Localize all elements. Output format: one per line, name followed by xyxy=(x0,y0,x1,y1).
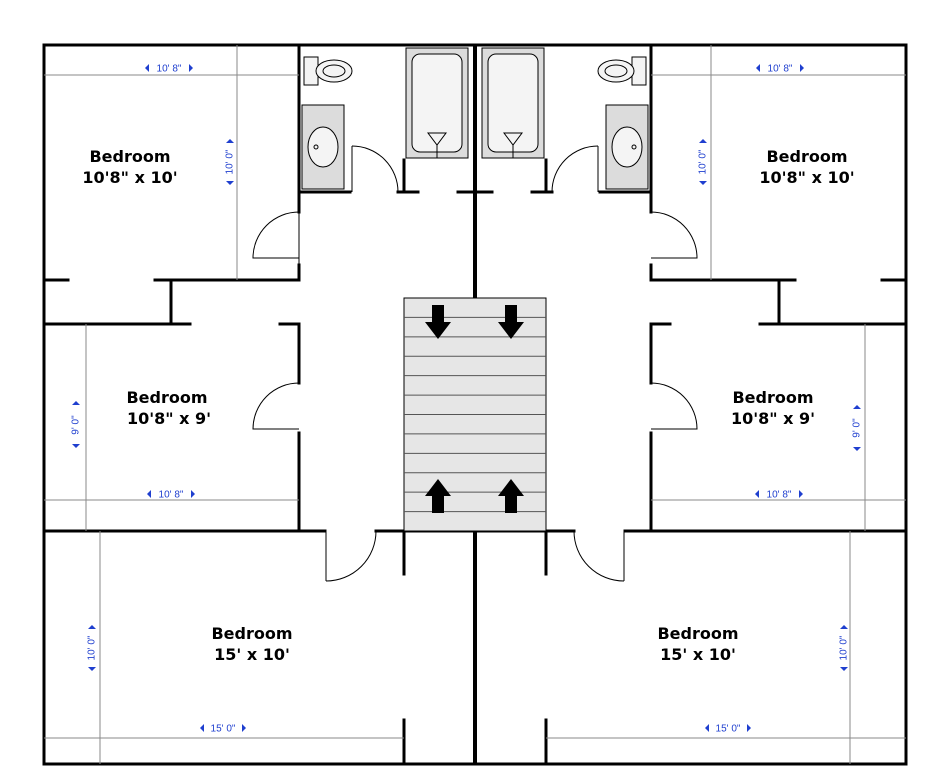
stairs xyxy=(403,297,547,532)
room-size-left-bottom: 15' x 10' xyxy=(214,645,290,664)
left-sink-icon xyxy=(301,104,345,190)
room-size-right-bottom: 15' x 10' xyxy=(660,645,736,664)
dim-right-bottom-width: 15' 0" xyxy=(705,724,751,735)
dim-left-bottom-depth: 10' 0" xyxy=(87,625,98,671)
dimension-label: 9' 0" xyxy=(852,418,863,438)
dim-left-top-depth: 10' 0" xyxy=(225,139,236,185)
dimension-label: 10' 8" xyxy=(768,64,793,75)
dim-right-bottom-depth: 10' 0" xyxy=(839,625,850,671)
stairs-up-arrow-icon xyxy=(425,479,524,513)
room-size-left-middle: 10'8" x 9' xyxy=(127,409,211,428)
dim-left-middle-width: 10' 8" xyxy=(147,490,195,501)
right-toilet-icon xyxy=(597,56,647,86)
room-name-right-bottom: Bedroom xyxy=(657,624,738,643)
dimension-label: 10' 0" xyxy=(698,149,709,174)
dimension-label: 9' 0" xyxy=(71,415,82,435)
room-name-right-top: Bedroom xyxy=(766,147,847,166)
right-bathtub-icon xyxy=(481,47,545,159)
doors xyxy=(252,145,698,582)
dimension-label: 10' 8" xyxy=(767,490,792,501)
right-unit-walls xyxy=(473,43,908,766)
left-bathtub-icon xyxy=(405,47,469,159)
room-size-right-middle: 10'8" x 9' xyxy=(731,409,815,428)
dimension-lines xyxy=(44,45,906,764)
dim-right-middle-width: 10' 8" xyxy=(755,490,803,501)
dimension-label: 15' 0" xyxy=(211,724,236,735)
right-sink-icon xyxy=(605,104,649,190)
dim-right-middle-depth: 9' 0" xyxy=(852,405,863,451)
stairs-down-arrow-icon xyxy=(425,305,524,339)
dimension-label: 10' 8" xyxy=(157,64,182,75)
dim-right-top-width: 10' 8" xyxy=(756,64,804,75)
dim-right-top-depth: 10' 0" xyxy=(698,139,709,185)
dimension-label: 10' 0" xyxy=(225,149,236,174)
dimension-label: 10' 8" xyxy=(159,490,184,501)
room-name-right-middle: Bedroom xyxy=(732,388,813,407)
room-size-right-top: 10'8" x 10' xyxy=(759,168,854,187)
dim-left-bottom-width: 15' 0" xyxy=(200,724,246,735)
dimension-label: 15' 0" xyxy=(716,724,741,735)
left-toilet-icon xyxy=(303,56,353,86)
dimension-label: 10' 0" xyxy=(87,635,98,660)
room-name-left-top: Bedroom xyxy=(89,147,170,166)
room-name-left-middle: Bedroom xyxy=(126,388,207,407)
room-name-left-bottom: Bedroom xyxy=(211,624,292,643)
dimension-label: 10' 0" xyxy=(839,635,850,660)
room-size-left-top: 10'8" x 10' xyxy=(82,168,177,187)
dim-left-middle-depth: 9' 0" xyxy=(71,401,82,448)
dim-left-top-width: 10' 8" xyxy=(145,64,193,75)
